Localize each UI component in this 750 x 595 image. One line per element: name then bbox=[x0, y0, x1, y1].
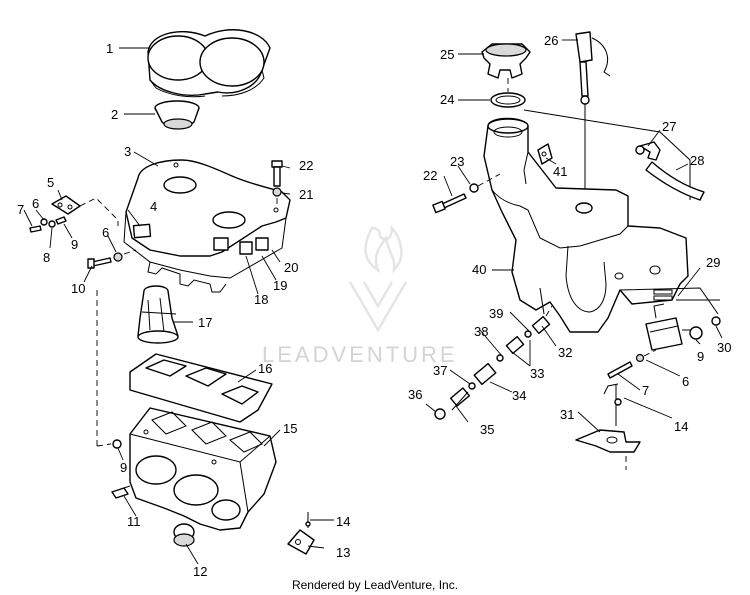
part-13-clip bbox=[287, 512, 315, 555]
callout-34: 34 bbox=[512, 388, 526, 403]
part-15-airbox-base bbox=[129, 407, 277, 531]
callout-20: 20 bbox=[284, 260, 298, 275]
callout-19: 19 bbox=[273, 278, 287, 293]
callout-25: 25 bbox=[440, 47, 454, 62]
part-10-bolt bbox=[87, 249, 137, 269]
callout-32: 32 bbox=[558, 345, 572, 360]
callout-5: 5 bbox=[47, 175, 54, 190]
callout-9b: 9 bbox=[120, 460, 127, 475]
watermark-text: LEADVENTURE bbox=[262, 342, 458, 367]
footer-credit: Rendered by LeadVenture, Inc. bbox=[291, 578, 459, 592]
hardware-right-7-6 bbox=[607, 349, 657, 379]
callout-22b: 22 bbox=[423, 168, 437, 183]
part-16-filter-frame bbox=[129, 353, 273, 423]
callout-6-right: 6 bbox=[682, 374, 689, 389]
callout-36: 36 bbox=[408, 387, 422, 402]
part-12-grommet bbox=[173, 523, 195, 547]
callout-33: 33 bbox=[530, 366, 544, 381]
callout-30: 30 bbox=[717, 340, 731, 355]
callout-29: 29 bbox=[706, 255, 720, 270]
part-41-bracket bbox=[537, 143, 553, 165]
callout-9-right: 9 bbox=[697, 349, 704, 364]
leader-lines-right bbox=[425, 39, 723, 433]
callout-6: 6 bbox=[32, 196, 39, 211]
callout-37: 37 bbox=[433, 363, 447, 378]
part-28-vent-hose bbox=[645, 161, 705, 201]
part-27-elbow bbox=[635, 141, 661, 161]
part-29-petcock bbox=[619, 287, 721, 351]
callout-8: 8 bbox=[43, 250, 50, 265]
callout-27: 27 bbox=[662, 119, 676, 134]
hardware-left-small bbox=[29, 216, 67, 233]
callout-12: 12 bbox=[193, 564, 207, 579]
callout-21: 21 bbox=[299, 187, 313, 202]
callout-4: 4 bbox=[150, 199, 157, 214]
callout-17: 17 bbox=[198, 315, 212, 330]
callout-10: 10 bbox=[71, 281, 85, 296]
leader-lines-left bbox=[23, 47, 334, 565]
part-26-fuel-sender bbox=[575, 31, 611, 200]
part-31-mount-bracket bbox=[575, 383, 641, 470]
callout-16: 16 bbox=[258, 361, 272, 376]
callout-41: 41 bbox=[553, 164, 567, 179]
part-40-fuel-tank bbox=[483, 109, 691, 333]
callout-22: 22 bbox=[299, 158, 313, 173]
callout-1: 1 bbox=[106, 41, 113, 56]
part-24-gasket bbox=[490, 78, 526, 108]
part-11-fitting bbox=[111, 485, 131, 499]
callout-9: 9 bbox=[71, 237, 78, 252]
part-2-boot bbox=[154, 100, 200, 130]
callout-11: 11 bbox=[127, 514, 141, 529]
callout-31: 31 bbox=[560, 407, 574, 422]
callout-14: 14 bbox=[336, 514, 350, 529]
callout-13: 13 bbox=[336, 545, 350, 560]
callout-39: 39 bbox=[489, 306, 503, 321]
callout-26: 26 bbox=[544, 33, 558, 48]
callout-labels: 1 2 3 4 5 6 7 8 9 10 6 9 11 12 13 14 15 … bbox=[17, 33, 731, 579]
callout-18: 18 bbox=[254, 292, 268, 307]
callout-7-right: 7 bbox=[642, 383, 649, 398]
part-25-fuel-cap bbox=[481, 43, 531, 79]
part-22-bolt bbox=[271, 160, 283, 208]
leadventure-watermark-logo bbox=[348, 224, 408, 333]
callout-7: 7 bbox=[17, 202, 24, 217]
callout-15: 15 bbox=[283, 421, 297, 436]
fuel-line-fittings bbox=[434, 305, 553, 420]
callout-2: 2 bbox=[111, 107, 118, 122]
callout-3: 3 bbox=[124, 144, 131, 159]
callout-38: 38 bbox=[474, 324, 488, 339]
callout-35: 35 bbox=[480, 422, 494, 437]
callout-6b: 6 bbox=[102, 225, 109, 240]
part-9-lower bbox=[96, 290, 122, 449]
callout-24: 24 bbox=[440, 92, 454, 107]
callout-14-right: 14 bbox=[674, 419, 688, 434]
part-17-intake-tube bbox=[137, 285, 179, 344]
callout-23: 23 bbox=[450, 154, 464, 169]
part-1-cover bbox=[147, 29, 271, 98]
callout-28: 28 bbox=[690, 153, 704, 168]
callout-40: 40 bbox=[472, 262, 486, 277]
part-3-airbox-cover bbox=[123, 159, 291, 293]
part-22-tank-bolt bbox=[432, 173, 501, 214]
